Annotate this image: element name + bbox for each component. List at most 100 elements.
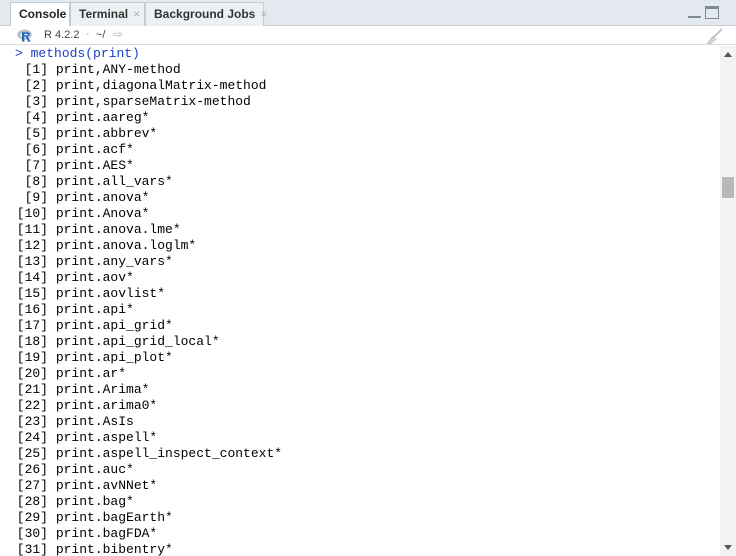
console-output[interactable]: > methods(print) [1] print,ANY-method[2]…	[0, 46, 710, 556]
output-method-name: print.aspell_inspect_context*	[55, 446, 283, 461]
output-index: [5]	[24, 126, 48, 141]
output-index: [16]	[16, 302, 48, 317]
output-method-name: print.aov*	[55, 270, 134, 285]
output-index: [10]	[16, 206, 48, 221]
output-method-name: print.abbrev*	[55, 126, 158, 141]
tab-background-jobs[interactable]: Background Jobs ×	[145, 2, 268, 26]
output-index: [1]	[24, 62, 48, 77]
output-index: [13]	[16, 254, 48, 269]
output-method-name: print.Anova*	[55, 206, 150, 221]
output-line: [8] print.all_vars*	[8, 174, 173, 190]
output-method-name: print.Arima*	[55, 382, 150, 397]
scroll-down-arrow-icon[interactable]	[724, 545, 732, 550]
tab-label: Console	[19, 7, 67, 21]
vertical-scrollbar[interactable]	[720, 46, 736, 556]
output-line: [29] print.bagEarth*	[8, 510, 173, 526]
output-method-name: print.bagFDA*	[55, 526, 158, 541]
output-index: [29]	[16, 510, 48, 525]
output-line: [27] print.avNNet*	[8, 478, 157, 494]
output-method-name: print.acf*	[55, 142, 134, 157]
output-method-name: print.bag*	[55, 494, 134, 509]
working-directory: ~/	[96, 29, 106, 41]
tab-label: Background Jobs	[154, 7, 256, 21]
scroll-up-arrow-icon[interactable]	[724, 52, 732, 57]
output-index: [4]	[24, 110, 48, 125]
output-index: [30]	[16, 526, 48, 541]
output-index: [11]	[16, 222, 48, 237]
output-line: [3] print,sparseMatrix-method	[8, 94, 251, 110]
output-method-name: print.arima0*	[55, 398, 158, 413]
output-method-name: print,sparseMatrix-method	[55, 94, 251, 109]
arrow-right-icon[interactable]: ⇨	[113, 27, 124, 41]
output-line: [7] print.AES*	[8, 158, 134, 174]
output-method-name: print.api_plot*	[55, 350, 173, 365]
console-info-bar: R 4.2.2 · ~/ ⇨	[0, 26, 736, 45]
output-line: [6] print.acf*	[8, 142, 134, 158]
output-index: [22]	[16, 398, 48, 413]
output-method-name: print.anova.lme*	[55, 222, 181, 237]
tab-console[interactable]: Console	[10, 2, 70, 27]
output-method-name: print.all_vars*	[55, 174, 173, 189]
output-index: [24]	[16, 430, 48, 445]
command-text: methods(print)	[30, 46, 140, 61]
output-line: [26] print.auc*	[8, 462, 134, 478]
close-icon[interactable]: ×	[133, 7, 141, 21]
scrollbar-thumb[interactable]	[722, 177, 734, 198]
output-line: [13] print.any_vars*	[8, 254, 173, 270]
output-index: [26]	[16, 462, 48, 477]
output-method-name: print.anova.loglm*	[55, 238, 197, 253]
output-method-name: print.any_vars*	[55, 254, 173, 269]
output-index: [28]	[16, 494, 48, 509]
output-index: [14]	[16, 270, 48, 285]
output-line: [12] print.anova.loglm*	[8, 238, 196, 254]
output-method-name: print.api*	[55, 302, 134, 317]
output-method-name: print.AsIs	[55, 414, 134, 429]
output-method-name: print,ANY-method	[55, 62, 181, 77]
output-method-name: print,diagonalMatrix-method	[55, 78, 267, 93]
output-line: [9] print.anova*	[8, 190, 150, 206]
output-index: [2]	[24, 78, 48, 93]
output-method-name: print.bibentry*	[55, 542, 173, 556]
output-index: [8]	[24, 174, 48, 189]
output-index: [23]	[16, 414, 48, 429]
output-method-name: print.aspell*	[55, 430, 158, 445]
output-index: [6]	[24, 142, 48, 157]
output-line: [28] print.bag*	[8, 494, 134, 510]
output-index: [25]	[16, 446, 48, 461]
output-line: [18] print.api_grid_local*	[8, 334, 220, 350]
prompt-symbol: >	[15, 46, 23, 61]
output-line: [10] print.Anova*	[8, 206, 150, 222]
output-line: [5] print.abbrev*	[8, 126, 158, 142]
output-line: [21] print.Arima*	[8, 382, 150, 398]
output-line: [19] print.api_plot*	[8, 350, 173, 366]
output-index: [18]	[16, 334, 48, 349]
maximize-icon[interactable]	[705, 6, 719, 19]
output-index: [21]	[16, 382, 48, 397]
output-line: [25] print.aspell_inspect_context*	[8, 446, 282, 462]
output-index: [17]	[16, 318, 48, 333]
output-index: [9]	[24, 190, 48, 205]
output-line: [1] print,ANY-method	[8, 62, 181, 78]
output-line: [24] print.aspell*	[8, 430, 157, 446]
output-line: [23] print.AsIs	[8, 414, 134, 430]
output-line: [30] print.bagFDA*	[8, 526, 157, 542]
output-line: [20] print.ar*	[8, 366, 126, 382]
output-line: [31] print.bibentry*	[8, 542, 173, 556]
minimize-icon[interactable]	[688, 7, 701, 18]
output-index: [20]	[16, 366, 48, 381]
output-method-name: print.api_grid_local*	[55, 334, 220, 349]
output-line: [15] print.aovlist*	[8, 286, 165, 302]
output-index: [12]	[16, 238, 48, 253]
r-version-label: R 4.2.2	[44, 29, 80, 41]
output-index: [15]	[16, 286, 48, 301]
tab-terminal[interactable]: Terminal×	[70, 2, 145, 26]
output-line: [14] print.aov*	[8, 270, 134, 286]
close-icon[interactable]: ×	[260, 7, 268, 21]
output-method-name: print.anova*	[55, 190, 150, 205]
output-line: [16] print.api*	[8, 302, 134, 318]
broom-icon[interactable]	[706, 28, 724, 44]
output-method-name: print.AES*	[55, 158, 134, 173]
output-line: [22] print.arima0*	[8, 398, 157, 414]
output-method-name: print.aovlist*	[55, 286, 166, 301]
